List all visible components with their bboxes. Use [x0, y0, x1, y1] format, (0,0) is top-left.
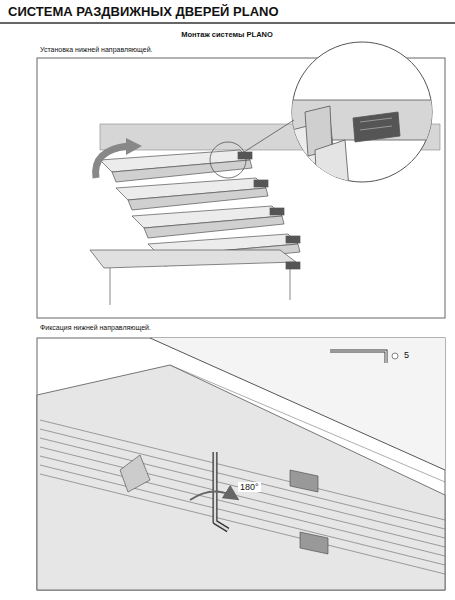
- section-heading: Монтаж системы PLANO: [181, 31, 273, 40]
- tool-size: 5: [404, 350, 409, 360]
- page-title: СИСТЕМА РАЗДВИЖНЫХ ДВЕРЕЙ PLANO: [8, 5, 279, 20]
- zoom-detail: [210, 42, 440, 210]
- header-rule: [0, 22, 455, 24]
- panel-frame: [37, 338, 445, 590]
- ceiling-panel: [37, 338, 445, 590]
- step-caption: Установка нижней направляющей.: [40, 46, 153, 54]
- rotation-angle: 180°: [238, 482, 261, 492]
- step-caption: Фиксация нижней направляющей.: [40, 324, 151, 332]
- brackets: [120, 455, 328, 554]
- guide-rails: [90, 150, 300, 305]
- hex-key-icon: [330, 351, 398, 363]
- curved-arrow: [96, 138, 142, 178]
- guide-rail: [40, 420, 445, 574]
- hex-key: [190, 452, 236, 530]
